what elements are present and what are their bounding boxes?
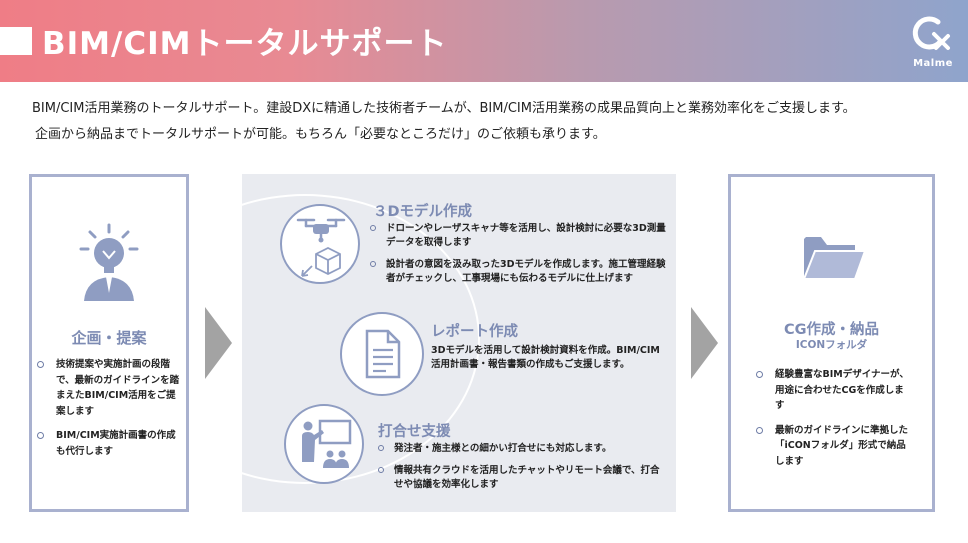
bullet-icon — [378, 445, 384, 451]
model-list: ドローンやレーザスキャナ等を活用し、設計検討に必要な3D測量データを取得します … — [370, 222, 666, 294]
folder-icon — [802, 237, 867, 280]
services-panel: ３Dモデル作成 ドローンやレーザスキャナ等を活用し、設計検討に必要な3D測量デー… — [242, 174, 676, 512]
logo-name: Malme — [913, 58, 953, 69]
delivery-box: CG作成・納品 ICONフォルダ 経験豊富なBIMデザイナーが、用途に合わせたC… — [728, 174, 935, 512]
report-icon-circle — [340, 312, 424, 396]
planning-list: 技術提案や実施計画の段階で、最新のガイドラインを踏まえたBIM/CIM活用をご提… — [34, 357, 182, 468]
list-item: 発注者・施主様との細かい打合せにも対応します。 — [378, 442, 668, 456]
list-item: 最新のガイドラインに準拠した「iCONフォルダ」形式で納品します — [753, 423, 913, 470]
bullet-icon — [37, 432, 44, 439]
logo-mark-icon — [912, 16, 950, 50]
drone-icon — [296, 218, 346, 243]
bullet-icon — [756, 426, 763, 434]
list-item: 設計者の意図を汲み取った3Dモデルを作成します。施工管理経験者がチェックし、工事… — [370, 258, 666, 286]
meeting-icon-circle — [284, 404, 364, 484]
delivery-list: 経験豊富なBIMデザイナーが、用途に合わせたCGを作成します 最新のガイドライン… — [753, 367, 913, 478]
intro-line-2: 企画から納品までトータルサポートが可能。もちろん「必要なところだけ」のご依頼も承… — [35, 127, 606, 142]
bullet-icon — [756, 371, 763, 378]
flow-arrow-right — [691, 307, 718, 379]
planning-title: 企画・提案 — [71, 329, 147, 347]
list-item: 技術提案や実施計画の段階で、最新のガイドラインを踏まえたBIM/CIM活用をご提… — [34, 357, 182, 419]
planning-box: 企画・提案 技術提案や実施計画の段階で、最新のガイドラインを踏まえたBIM/CI… — [29, 174, 189, 512]
meeting-title: 打合せ支援 — [378, 424, 451, 440]
bullet-icon — [370, 225, 376, 231]
model-icon-circle — [280, 204, 360, 284]
list-item: BIM/CIM実施計画書の作成も代行します — [34, 428, 182, 459]
malme-logo[interactable]: Malme — [904, 12, 962, 74]
delivery-subtitle: ICONフォルダ — [795, 339, 868, 351]
intro-line-1: BIM/CIM活用業務のトータルサポート。建設DXに精通した技術者チームが、BI… — [32, 101, 856, 116]
document-icon — [365, 329, 401, 379]
bullet-icon — [37, 361, 44, 368]
cube-icon — [301, 246, 341, 277]
header-marker — [0, 27, 32, 55]
list-item: ドローンやレーザスキャナ等を活用し、設計検討に必要な3D測量データを取得します — [370, 222, 666, 250]
page-title: BIM/CIMトータルサポート — [42, 26, 448, 62]
report-title: レポート作成 — [431, 324, 518, 340]
header-banner: BIM/CIMトータルサポート Malme — [0, 0, 968, 82]
model-title: ３Dモデル作成 — [373, 204, 473, 220]
bullet-icon — [378, 467, 384, 473]
person-idea-icon — [79, 223, 139, 301]
intro-text: BIM/CIM活用業務のトータルサポート。建設DXに精通した技術者チームが、BI… — [32, 96, 952, 148]
delivery-title: CG作成・納品 — [783, 322, 880, 338]
bullet-icon — [370, 261, 376, 267]
flow-arrow-left — [205, 307, 232, 379]
list-item: 情報共有クラウドを活用したチャットやリモート会議で、打合せや協議を効率化します — [378, 464, 668, 492]
meeting-list: 発注者・施主様との細かい打合せにも対応します。 情報共有クラウドを活用したチャッ… — [378, 442, 668, 500]
presentation-icon — [302, 419, 352, 468]
list-item: 経験豊富なBIMデザイナーが、用途に合わせたCGを作成します — [753, 367, 913, 414]
report-text: 3Dモデルを活用して設計検討資料を作成。BIM/CIM活用計画書・報告書類の作成… — [431, 345, 660, 370]
